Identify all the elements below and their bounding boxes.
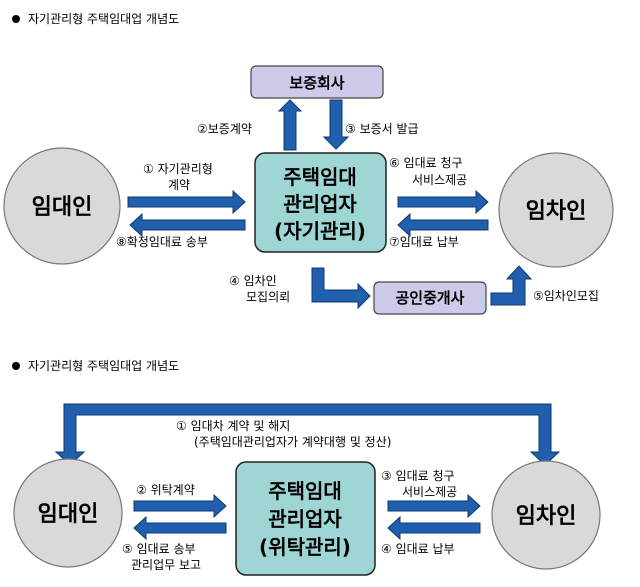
d2-core-line2: 관리업자 — [268, 507, 342, 531]
step4-label-line1: ④ 임차인 — [229, 274, 277, 288]
arrow-service-to-tenant — [397, 189, 489, 215]
step6-label-line2: 서비스제공 — [412, 173, 467, 187]
d2-landlord-label: 임대인 — [38, 502, 99, 527]
arrow-d2-service-to-tenant — [387, 493, 481, 519]
step3-label: ③ 보증서 발급 — [345, 122, 419, 136]
diagram2-header: 자기관리형 주택임대업 개념도 — [28, 359, 179, 373]
landlord-circle — [3, 147, 121, 265]
d2-tenant-circle — [491, 460, 601, 570]
diagram1-header: 자기관리형 주택임대업 개념도 — [28, 12, 179, 26]
tenant-label: 임차인 — [526, 199, 587, 224]
arrow-rent-to-manager — [397, 212, 489, 238]
d2-core-manager-box — [235, 461, 376, 576]
guarantor-box — [250, 65, 384, 99]
d2-step2-label: ② 위탁계약 — [136, 482, 195, 497]
landlord-label: 임대인 — [32, 195, 93, 220]
arrow-tenant-recruit — [490, 265, 533, 306]
d2-step1-label-line1: ① 임대차 계약 및 해지 — [176, 418, 290, 433]
core-manager-box — [254, 152, 387, 253]
step6-label-line1: ⑥ 임대료 청구 — [389, 156, 463, 170]
d2-core-line3: (위탁관리) — [259, 535, 351, 559]
step2-label: ②보증계약 — [197, 121, 252, 136]
d2-tenant-label: 임차인 — [516, 504, 577, 529]
arrow-entrust-contract — [133, 493, 227, 519]
step1-label-line1: ① 자기관리형 — [143, 162, 213, 176]
arrow-lease-contract — [54, 403, 561, 466]
d2-core-line1: 주택임대 — [268, 479, 342, 503]
d2-step3-label-line1: ③ 임대료 청구 — [381, 469, 455, 483]
tenant-circle — [498, 152, 614, 268]
step1-label-line2: 계약 — [168, 177, 190, 192]
arrow-rent-to-landlord — [129, 212, 246, 238]
arrow-recruit-request — [311, 267, 371, 310]
d2-step4-label: ④ 임대료 납부 — [381, 542, 455, 556]
broker-label: 공인중개사 — [395, 289, 464, 307]
arrow-report-to-landlord — [133, 515, 227, 541]
step4-label-line2: 모집의뢰 — [246, 290, 290, 304]
d2-step5-label-line1: ⑤ 임대료 송부 — [122, 542, 196, 556]
step5-label: ⑤임차인모집 — [533, 289, 599, 303]
core-line3: (자기관리) — [274, 219, 366, 243]
step8-label: ⑧확정임대료 송부 — [116, 235, 208, 249]
arrow-d2-rent-to-manager — [387, 515, 481, 541]
step7-label: ⑦임대료 납부 — [389, 235, 459, 249]
d2-landlord-circle — [13, 458, 123, 568]
arrow-certificate-issue — [322, 99, 350, 150]
arrow-guarantee-contract — [277, 99, 303, 151]
d2-step3-label-line2: 서비스제공 — [402, 485, 457, 499]
d2-step1-label-line2: (주택임대관리업자가 계약대행 및 정산) — [194, 434, 391, 449]
header-bullet — [12, 15, 20, 23]
d2-step5-label-line2: 관리업무 보고 — [131, 558, 201, 572]
header-bullet-2 — [12, 362, 20, 370]
arrow-contract-to-manager — [127, 189, 246, 215]
broker-box — [373, 281, 487, 315]
core-line2: 관리업자 — [283, 192, 357, 216]
guarantor-label: 보증회사 — [289, 74, 344, 92]
core-line1: 주택임대 — [283, 165, 357, 189]
